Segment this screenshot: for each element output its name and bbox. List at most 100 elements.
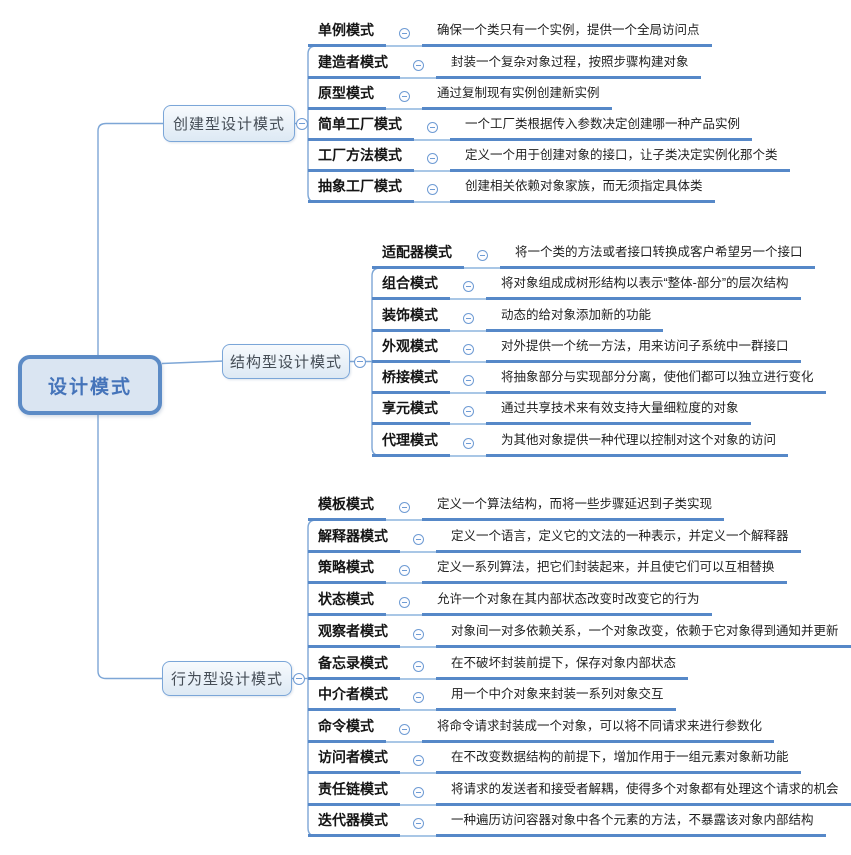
leaf-topic[interactable]: 装饰模式 动态的给对象添加新的功能 bbox=[372, 306, 664, 332]
collapse-icon[interactable] bbox=[462, 343, 474, 355]
leaf-name: 访问者模式 bbox=[308, 748, 400, 774]
collapse-icon[interactable] bbox=[412, 533, 424, 545]
leaf-topic[interactable]: 状态模式允许一个对象在其内部状态改变时改变它的行为 bbox=[308, 590, 712, 616]
leaf-name: 适配器模式 bbox=[372, 243, 464, 269]
leaf-name: 桥接模式 bbox=[372, 368, 450, 394]
leaf-desc: 定义一个算法结构，而将一些步骤延迟到子类实现 bbox=[422, 496, 725, 521]
leaf-icon-cell bbox=[414, 152, 450, 172]
leaf-name: 备忘录模式 bbox=[308, 654, 400, 680]
leaf-icon-cell bbox=[400, 628, 436, 648]
collapse-icon[interactable] bbox=[412, 692, 424, 703]
leaf-name: 工厂方法模式 bbox=[308, 146, 414, 172]
leaf-topic[interactable]: 适配器模式将一个类的方法或者接口转换成客户希望另一个接口 bbox=[372, 243, 815, 269]
leaf-icon-cell bbox=[450, 406, 486, 425]
leaf-desc: 通过共享技术来有效支持大量细粒度的对象 bbox=[486, 400, 751, 425]
collapse-icon[interactable] bbox=[426, 184, 438, 195]
leaf-topic[interactable]: 抽象工厂模式创建相关依赖对象家族，而无须指定具体类 bbox=[308, 177, 715, 203]
connector-root-behavioral bbox=[97, 415, 163, 680]
leaf-desc: 确保一个类只有一个实例，提供一个全局访问点 bbox=[422, 22, 712, 47]
leaf-topic[interactable]: 解释器模式定义一个语言，定义它的文法的一种表示，并定义一个解释器 bbox=[308, 527, 801, 553]
collapse-icon[interactable] bbox=[398, 596, 410, 608]
leaf-name: 解释器模式 bbox=[308, 527, 400, 553]
collapse-icon[interactable] bbox=[412, 628, 424, 640]
leaf-topic[interactable]: 单例模式确保一个类只有一个实例，提供一个全局访问点 bbox=[308, 21, 712, 47]
leaf-topic[interactable]: 责任链模式将请求的发送者和接受者解耦，使得多个对象都有处理这个请求的机会 bbox=[308, 780, 851, 806]
leaf-desc: 为其他对象提供一种代理以控制对这个对象的访问 bbox=[486, 432, 789, 457]
leaf-icon-cell bbox=[400, 755, 436, 774]
leaf-desc: 在不改变数据结构的前提下，增加作用于一组元素对象新功能 bbox=[436, 749, 801, 774]
branch-node-structural[interactable]: 结构型设计模式 bbox=[222, 344, 350, 379]
leaf-topic[interactable]: 原型模式通过复制现有实例创建新实例 bbox=[308, 84, 612, 110]
connector-root-structural bbox=[161, 360, 225, 365]
collapse-icon[interactable] bbox=[412, 818, 424, 829]
collapse-icon[interactable] bbox=[398, 28, 410, 39]
leaf-name: 装饰模式 bbox=[372, 306, 450, 332]
leaf-desc: 动态的给对象添加新的功能 bbox=[486, 307, 664, 332]
leaf-icon-cell bbox=[386, 596, 422, 616]
leaf-topic[interactable]: 观察者模式 对象间一对多依赖关系，一个对象改变，依赖于它对象得到通知并更新 bbox=[308, 622, 851, 648]
leaf-topic[interactable]: 迭代器模式一种遍历访问容器对象中各个元素的方法，不暴露该对象内部结构 bbox=[308, 811, 826, 837]
leaf-topic[interactable]: 组合模式将对象组成成树形结构以表示“整体-部分”的层次结构 bbox=[372, 274, 801, 300]
collapse-icon[interactable] bbox=[296, 117, 308, 130]
collapse-icon[interactable] bbox=[293, 672, 305, 685]
leaf-icon-cell bbox=[450, 375, 486, 394]
collapse-icon[interactable] bbox=[476, 250, 488, 261]
leaf-desc: 通过复制现有实例创建新实例 bbox=[422, 85, 612, 110]
collapse-icon[interactable] bbox=[412, 660, 424, 672]
collapse-icon[interactable] bbox=[398, 565, 410, 576]
leaf-desc: 对象间一对多依赖关系，一个对象改变，依赖于它对象得到通知并更新 bbox=[436, 623, 851, 648]
leaf-topic[interactable]: 享元模式通过共享技术来有效支持大量细粒度的对象 bbox=[372, 399, 751, 425]
leaf-topic[interactable]: 命令模式将命令请求封装成一个对象，可以将不同请求来进行参数化 bbox=[308, 717, 775, 743]
leaf-name: 命令模式 bbox=[308, 717, 386, 743]
leaf-topic[interactable]: 桥接模式将抽象部分与实现部分分离，使他们都可以独立进行变化 bbox=[372, 368, 826, 394]
collapse-icon[interactable] bbox=[354, 355, 366, 368]
collapse-icon[interactable] bbox=[398, 90, 410, 102]
leaf-icon-cell bbox=[386, 28, 422, 47]
leaf-icon-cell bbox=[450, 343, 486, 363]
root-label: 设计模式 bbox=[47, 376, 132, 398]
leaf-topic[interactable]: 代理模式 为其他对象提供一种代理以控制对这个对象的访问 bbox=[372, 431, 789, 457]
leaf-icon-cell bbox=[400, 786, 436, 806]
collapse-icon[interactable] bbox=[412, 755, 424, 766]
leaf-topic[interactable]: 简单工厂模式一个工厂类根据传入参数决定创建哪一种产品实例 bbox=[308, 115, 753, 141]
collapse-icon[interactable] bbox=[426, 121, 438, 133]
leaf-topic[interactable]: 模板模式定义一个算法结构，而将一些步骤延迟到子类实现 bbox=[308, 495, 725, 521]
leaf-icon-cell bbox=[400, 59, 436, 79]
collapse-icon[interactable] bbox=[412, 59, 424, 71]
leaf-icon-cell bbox=[450, 437, 486, 457]
leaf-topic[interactable]: 外观模式对外提供一个统一方法，用来访问子系统中一群接口 bbox=[372, 337, 801, 363]
collapse-icon[interactable] bbox=[462, 281, 474, 292]
collapse-icon[interactable] bbox=[426, 152, 438, 164]
root-node[interactable]: 设计模式 bbox=[18, 355, 162, 415]
collapse-icon[interactable] bbox=[462, 312, 474, 324]
branch-node-behavioral[interactable]: 行为型设计模式 bbox=[162, 661, 292, 696]
collapse-icon[interactable] bbox=[462, 375, 474, 386]
leaf-topic[interactable]: 备忘录模式 在不破坏封装前提下，保存对象内部状态 bbox=[308, 654, 689, 680]
leaf-topic[interactable]: 访问者模式 在不改变数据结构的前提下，增加作用于一组元素对象新功能 bbox=[308, 748, 801, 774]
collapse-icon[interactable] bbox=[462, 406, 474, 417]
leaf-topic[interactable]: 工厂方法模式定义一个用于创建对象的接口，让子类决定实例化那个类 bbox=[308, 146, 790, 172]
branch-label-structural: 结构型设计模式 bbox=[229, 354, 342, 371]
leaf-desc: 定义一系列算法，把它们封装起来，并且使它们可以互相替换 bbox=[422, 559, 787, 584]
branch-node-creational[interactable]: 创建型设计模式 bbox=[163, 105, 295, 142]
leaf-topic[interactable]: 中介者模式用一个中介对象来封装一系列对象交互 bbox=[308, 685, 676, 711]
leaf-icon-cell bbox=[450, 281, 486, 300]
leaf-topic[interactable]: 建造者模式封装一个复杂对象过程，按照步骤构建对象 bbox=[308, 53, 701, 79]
collapse-icon[interactable] bbox=[398, 723, 410, 735]
leaf-icon-cell bbox=[386, 723, 422, 743]
leaf-icon-cell bbox=[400, 533, 436, 553]
leaf-topic[interactable]: 策略模式 定义一系列算法，把它们封装起来，并且使它们可以互相替换 bbox=[308, 558, 787, 584]
leaf-desc: 对外提供一个统一方法，用来访问子系统中一群接口 bbox=[486, 338, 801, 363]
leaf-desc: 创建相关依赖对象家族，而无须指定具体类 bbox=[450, 178, 715, 203]
leaf-name: 代理模式 bbox=[372, 431, 450, 457]
leaf-name: 观察者模式 bbox=[308, 622, 400, 648]
collapse-icon[interactable] bbox=[398, 502, 410, 513]
collapse-icon[interactable] bbox=[412, 786, 424, 798]
leaf-name: 策略模式 bbox=[308, 558, 386, 584]
leaf-icon-cell bbox=[400, 660, 436, 680]
leaf-name: 状态模式 bbox=[308, 590, 386, 616]
branch-label-creational: 创建型设计模式 bbox=[172, 116, 285, 133]
leaf-name: 建造者模式 bbox=[308, 53, 400, 79]
collapse-icon[interactable] bbox=[462, 437, 474, 449]
leaf-desc: 在不破坏封装前提下，保存对象内部状态 bbox=[436, 655, 689, 680]
